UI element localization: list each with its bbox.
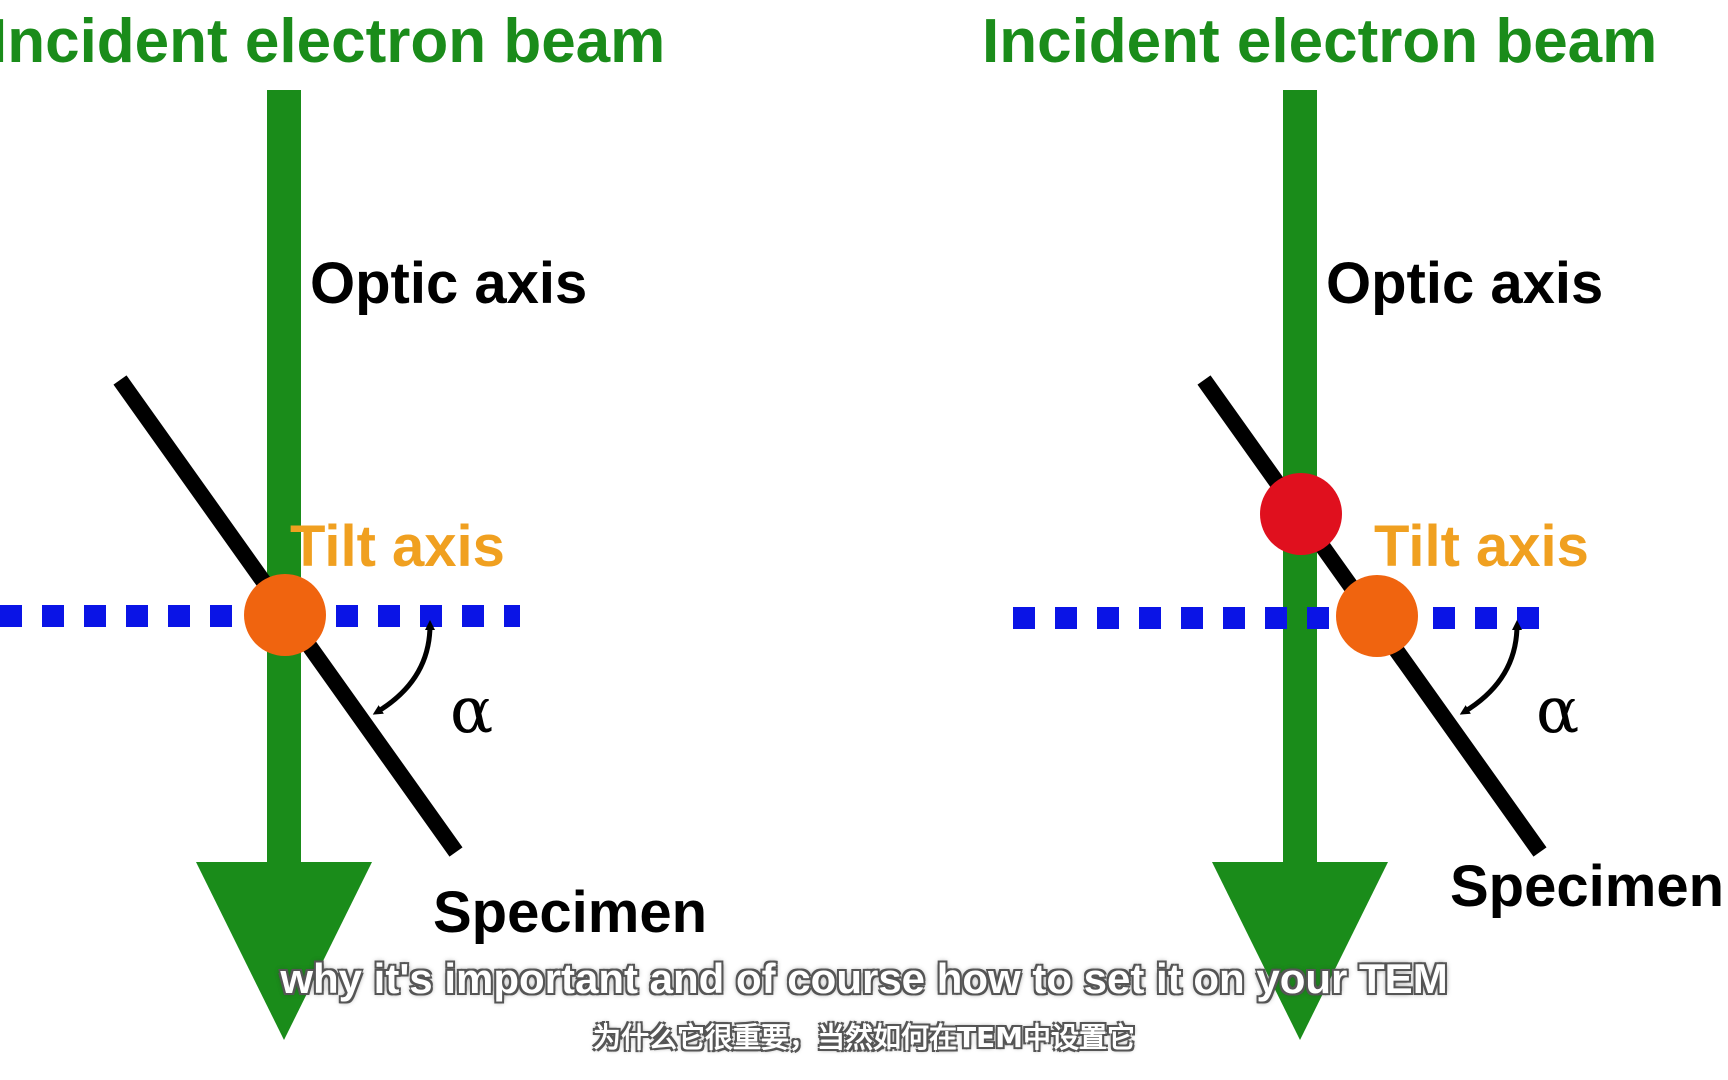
left-tilt-axis-point: [244, 574, 326, 656]
left-specimen-label: Specimen: [433, 880, 707, 945]
left-angle-arrow: [372, 620, 435, 715]
left-beam-label: Incident electron beam: [0, 7, 665, 76]
subtitle-chinese: 为什么它很重要，当然如何在TEM中设置它: [592, 1021, 1136, 1054]
left-tilt-axis-label: Tilt axis: [290, 514, 505, 579]
left-angle-label: α: [450, 674, 493, 748]
right-specimen-label: Specimen: [1450, 854, 1724, 919]
right-angle-label: α: [1536, 674, 1579, 748]
right-optic-axis-point: [1260, 473, 1342, 555]
left-electron-beam: [196, 90, 372, 1040]
subtitle-english: why it's important and of course how to …: [280, 955, 1448, 1002]
right-beam-label: Incident electron beam: [982, 7, 1657, 76]
left-optic-axis-label: Optic axis: [310, 251, 587, 316]
left-panel: Incident electron beam Optic axis Tilt a…: [0, 7, 707, 1040]
right-panel: Incident electron beam Optic axis Tilt a…: [982, 7, 1724, 1040]
right-tilt-axis-point: [1336, 575, 1418, 657]
right-angle-arrow: [1459, 620, 1522, 715]
right-tilt-axis-label: Tilt axis: [1374, 514, 1589, 579]
right-optic-axis-label: Optic axis: [1326, 251, 1603, 316]
right-electron-beam: [1212, 90, 1388, 1040]
